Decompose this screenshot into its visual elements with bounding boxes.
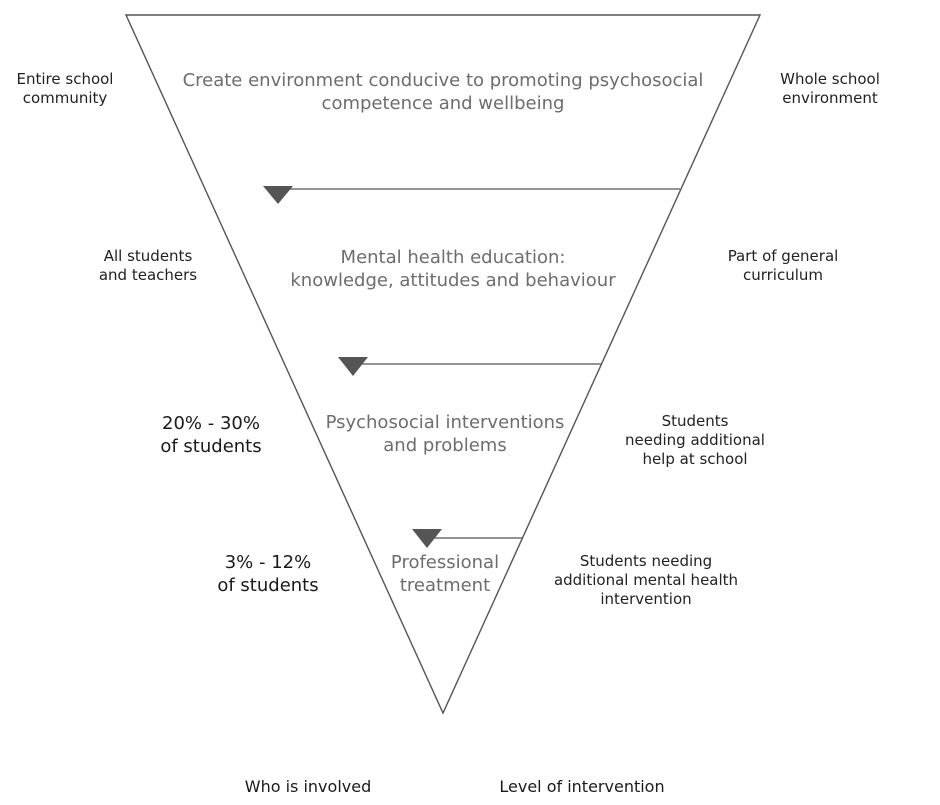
who-involved-4-line-1: 3% - 12% [224,552,312,573]
level-1-line-2: competence and wellbeing [321,93,565,114]
triangle-down-marker-icon [263,186,293,204]
who-involved-4-line-2: of students [217,575,319,596]
who-involved-3-line-2: of students [160,436,262,457]
intervention-3-line-3: help at school [642,450,748,468]
intervention-3-line-1: Students [661,412,729,430]
level-2-line-2: knowledge, attitudes and behaviour [290,270,616,291]
intervention-2: Part of general curriculum [708,247,858,285]
intervention-1-line-2: environment [782,89,878,107]
level-3-line-1: Psychosocial interventions [325,412,565,433]
who-involved-3-line-1: 20% - 30% [162,413,260,434]
intervention-4-line-2: additional mental health [553,571,739,589]
intervention-3-line-2: needing additional [625,431,765,449]
level-1-line-1: Create environment conducive to promotin… [182,70,704,91]
intervention-2-line-2: curriculum [742,266,824,284]
who-involved-2-line-1: All students [103,247,193,265]
who-involved-2-line-2: and teachers [98,266,198,284]
level-1-label: Create environment conducive to promotin… [173,69,713,115]
who-involved-2: All students and teachers [78,247,218,285]
level-4-line-1: Professional [390,552,500,573]
triangle-down-marker-icon [412,529,442,548]
intervention-4-line-3: intervention [600,590,692,608]
who-involved-3: 20% - 30% of students [141,412,281,458]
who-involved-4: 3% - 12% of students [198,551,338,597]
intervention-1: Whole school environment [760,70,900,108]
who-involved-1: Entire school community [0,70,130,108]
triangle-down-marker-icon [338,357,368,376]
intervention-3: Students needing additional help at scho… [610,412,780,469]
intervention-1-line-1: Whole school [780,70,880,88]
level-of-intervention-caption: Level of intervention [499,777,665,796]
level-4-line-2: treatment [399,575,491,596]
who-involved-1-line-1: Entire school [16,70,114,88]
level-2-line-1: Mental health education: [340,247,566,268]
who-is-involved-caption: Who is involved [244,777,372,796]
level-3-label: Psychosocial interventions and problems [313,411,577,457]
intervention-4: Students needing additional mental healt… [541,552,751,609]
level-2-label: Mental health education: knowledge, atti… [273,246,633,292]
who-involved-1-line-2: community [22,89,108,107]
level-3-line-2: and problems [383,435,507,456]
intervention-4-line-1: Students needing [579,552,713,570]
level-4-label: Professional treatment [375,551,515,597]
intervention-2-line-1: Part of general [727,247,839,265]
inverted-pyramid-outline [124,14,762,715]
